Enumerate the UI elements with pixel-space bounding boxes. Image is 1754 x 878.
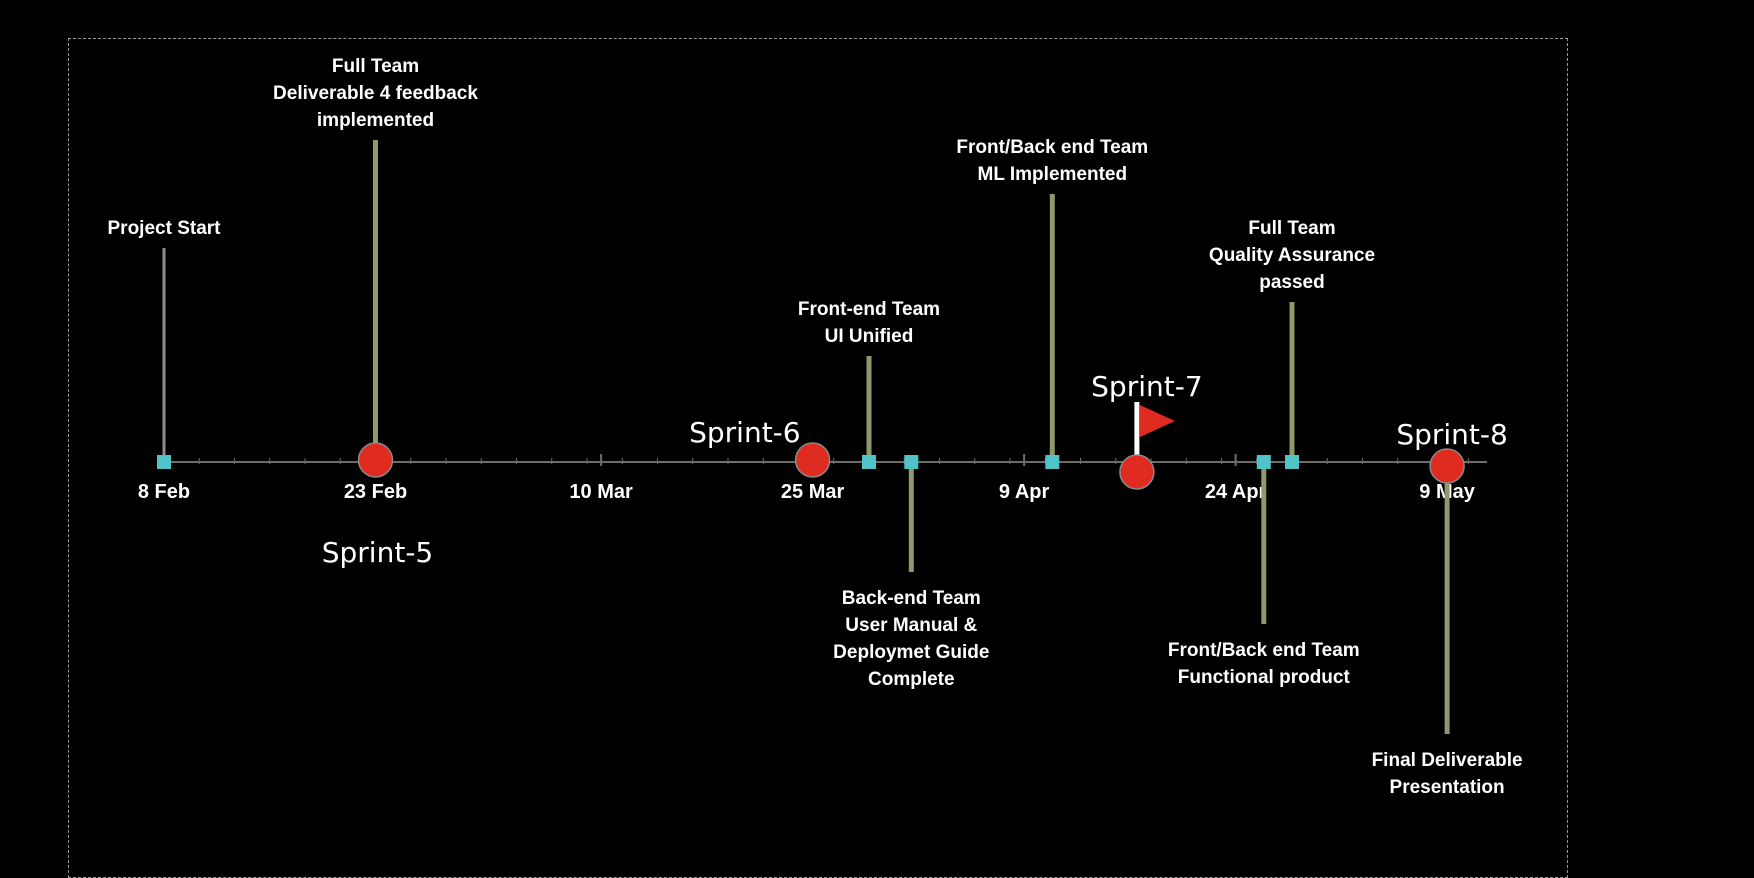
milestone-label-deliverable-4-feedback: implemented (317, 110, 434, 131)
sprint-label: Sprint-5 (322, 536, 433, 569)
milestone-label-functional-product: Functional product (1178, 667, 1351, 688)
milestone-label-user-manual: Back-end Team (842, 588, 981, 609)
sprint-marker (794, 442, 831, 478)
milestone-label-ml-implemented: ML Implemented (978, 164, 1128, 185)
sprint-marker (1429, 448, 1465, 484)
milestone-marker (1256, 455, 1271, 469)
milestone-label-deliverable-4-feedback: Deliverable 4 feedback (273, 83, 478, 104)
milestone-label-user-manual: User Manual & (845, 615, 977, 636)
milestone-marker (1285, 455, 1299, 469)
axis-tick-label: 25 Mar (781, 481, 845, 503)
milestone-label-quality-assurance: Quality Assurance (1209, 245, 1375, 266)
flag-icon (1139, 405, 1175, 437)
milestone-label-final-deliverable: Presentation (1390, 777, 1505, 798)
milestone-label-ui-unified: UI Unified (825, 326, 914, 347)
milestone-label-quality-assurance: passed (1259, 272, 1324, 293)
milestone-marker (862, 455, 876, 469)
milestone-label-ml-implemented: Front/Back end Team (956, 137, 1148, 158)
milestone-stems (162, 140, 1450, 734)
milestone-label-final-deliverable: Final Deliverable (1372, 750, 1523, 771)
milestone-label-functional-product: Front/Back end Team (1168, 640, 1360, 661)
axis-tick-label: 8 Feb (138, 481, 190, 503)
milestone-label-ui-unified: Front-end Team (798, 299, 940, 320)
axis-tick-label: 10 Mar (569, 481, 633, 503)
axis-tick-label: 9 Apr (999, 481, 1050, 503)
milestone-label-quality-assurance: Full Team (1248, 218, 1335, 239)
sprint-label: Sprint-7 (1091, 370, 1202, 403)
axis-tick-label: 24 Apr (1205, 481, 1267, 503)
milestone-markers (157, 455, 1299, 469)
milestone-label-deliverable-4-feedback: Full Team (332, 56, 419, 77)
milestone-label-user-manual: Complete (868, 669, 955, 690)
sprint-label: Sprint-6 (689, 416, 800, 449)
axis-tick-label: 23 Feb (344, 481, 407, 503)
sprint-label: Sprint-8 (1396, 418, 1507, 451)
milestone-marker (904, 455, 919, 469)
sprint-marker (1119, 454, 1155, 490)
milestone-marker (157, 455, 171, 469)
milestone-label-user-manual: Deploymet Guide (833, 642, 989, 663)
milestone-label-project-start: Project Start (108, 218, 222, 239)
sprint-marker (357, 442, 394, 478)
milestone-marker (1045, 455, 1060, 469)
